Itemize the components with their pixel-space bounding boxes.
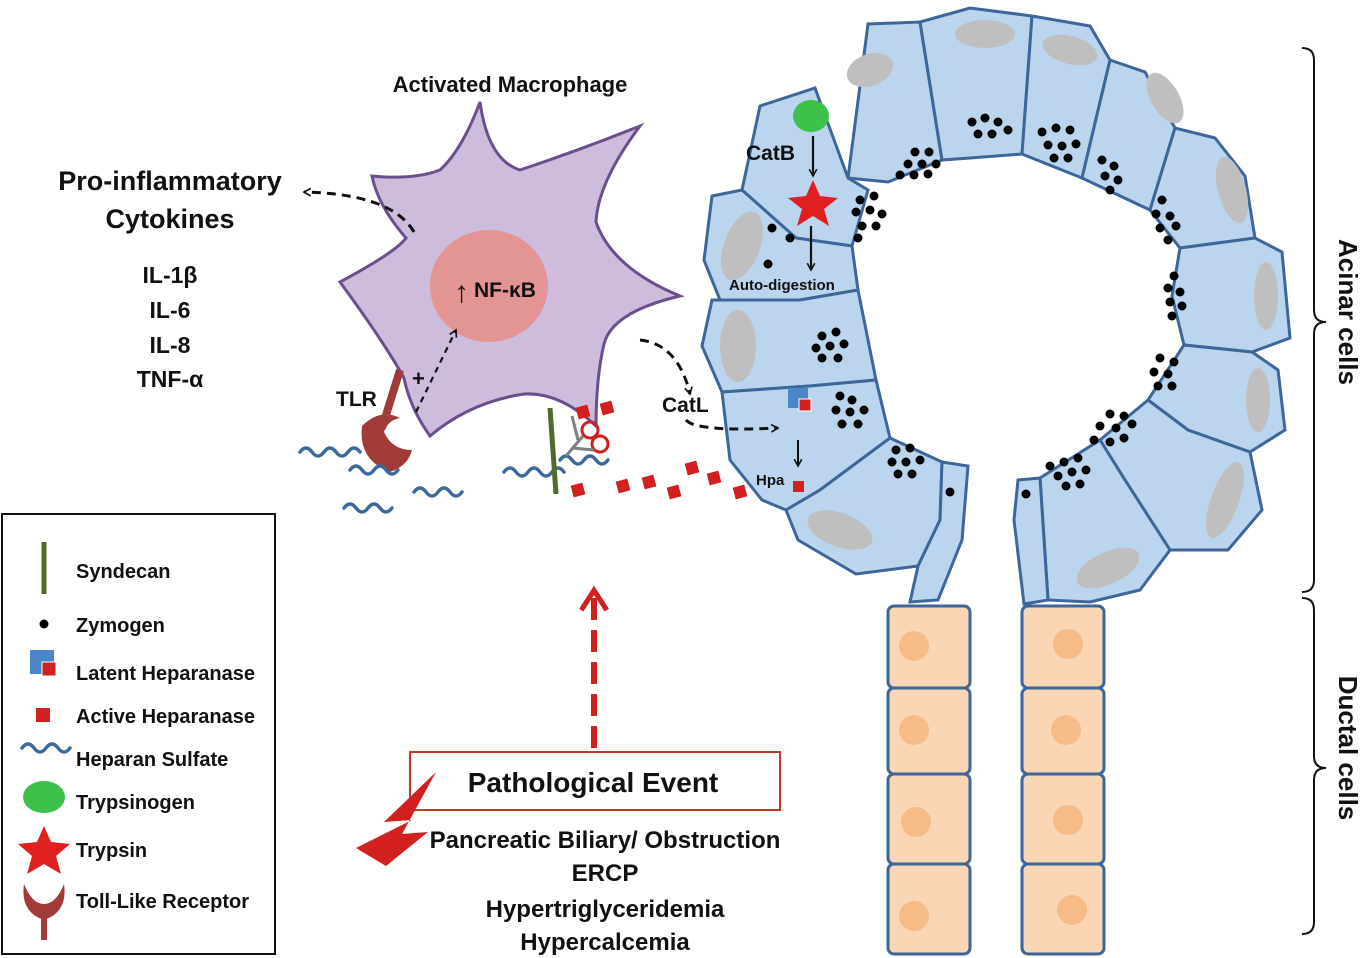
- nfkb-arrow: ↑: [454, 276, 469, 309]
- cytokines-title-line1: Pro-inflammatory: [58, 166, 282, 196]
- acinar-cells-label: Acinar cells: [1333, 239, 1363, 385]
- event-cause: Hypercalcemia: [520, 929, 690, 956]
- hpa-label: Hpa: [756, 472, 785, 489]
- event-cause: Pancreatic Biliary/ Obstruction: [430, 827, 781, 854]
- event-cause: ERCP: [572, 860, 639, 887]
- trypsinogen-icon: [793, 100, 829, 132]
- ductal-cell: [886, 772, 972, 866]
- macrophage-title: Activated Macrophage: [393, 72, 628, 97]
- ductal-cell: [1020, 604, 1106, 690]
- lightning-icon: [356, 772, 436, 866]
- heparan-sulfate-icon: [20, 742, 72, 754]
- active-heparanase-trail: [570, 400, 748, 500]
- ductal-cell: [1020, 862, 1106, 956]
- acinus: CatB Auto-digestion CatL Hpa: [662, 6, 1292, 606]
- trypsin-icon: [18, 826, 70, 874]
- trypsin-icon: [788, 180, 838, 226]
- catl-label: CatL: [662, 394, 709, 417]
- acinar-cell: [1038, 437, 1172, 604]
- plus-label: +: [412, 366, 425, 391]
- active-heparanase-icon: [36, 708, 50, 722]
- scissors-icon: [564, 415, 610, 457]
- cytokine-item: IL-6: [150, 297, 191, 323]
- toll-like-receptor-icon: [23, 884, 65, 940]
- legend: Syndecan Zymogen Latent Heparanase Activ…: [1, 513, 276, 955]
- autodigestion-label: Auto-digestion: [729, 277, 835, 294]
- duct: [886, 604, 1106, 956]
- cytokines-title-line2: Cytokines: [105, 204, 234, 234]
- legend-label: Heparan Sulfate: [76, 749, 228, 771]
- legend-label: Trypsinogen: [76, 792, 195, 814]
- cytokine-item: IL-1β: [143, 262, 198, 288]
- tlr-receptor: [361, 414, 412, 472]
- acinar-cell: [1170, 236, 1292, 354]
- trypsinogen-icon: [23, 781, 65, 813]
- ductal-cell: [1020, 772, 1106, 866]
- latent-heparanase-icon: [30, 650, 57, 677]
- heparan-sulfate-chains: [298, 446, 610, 514]
- event-box: [409, 751, 781, 811]
- syndecan: [547, 407, 559, 495]
- catb-label: CatB: [746, 142, 795, 165]
- acinar-cell: [702, 188, 860, 302]
- active-heparanase: [793, 481, 804, 492]
- cytokine-item: TNF-α: [137, 366, 204, 392]
- ductal-cell: [1020, 686, 1106, 776]
- acinar-cell: [1145, 343, 1287, 454]
- legend-label: Latent Heparanase: [76, 663, 255, 685]
- acinar-cell: [1012, 476, 1050, 606]
- ductal-cell: [886, 686, 972, 776]
- legend-label: Syndecan: [76, 561, 170, 583]
- acinar-cell: [1020, 14, 1112, 181]
- ductal-cells-label: Ductal cells: [1333, 676, 1363, 821]
- ductal-cell: [886, 604, 972, 690]
- event-title: Pathological Event: [468, 767, 719, 798]
- zymogen-icon: [39, 619, 49, 629]
- acinar-cell: [908, 460, 970, 604]
- legend-label: Active Heparanase: [76, 706, 255, 728]
- event-cause: Hypertriglyceridemia: [486, 896, 725, 923]
- legend-label: Trypsin: [76, 840, 147, 862]
- legend-label: Toll-Like Receptor: [76, 891, 249, 913]
- zymogen-granules: [763, 113, 1187, 499]
- cytokine-item: IL-8: [150, 332, 191, 358]
- acinar-cell: [700, 288, 878, 394]
- tlr-label: TLR: [336, 388, 377, 411]
- region-brackets: [1301, 47, 1327, 935]
- nfkb-nucleus: [430, 230, 548, 342]
- legend-label: Zymogen: [76, 615, 165, 637]
- ductal-cell: [886, 862, 972, 956]
- nfkb-label: NF-κB: [474, 279, 536, 302]
